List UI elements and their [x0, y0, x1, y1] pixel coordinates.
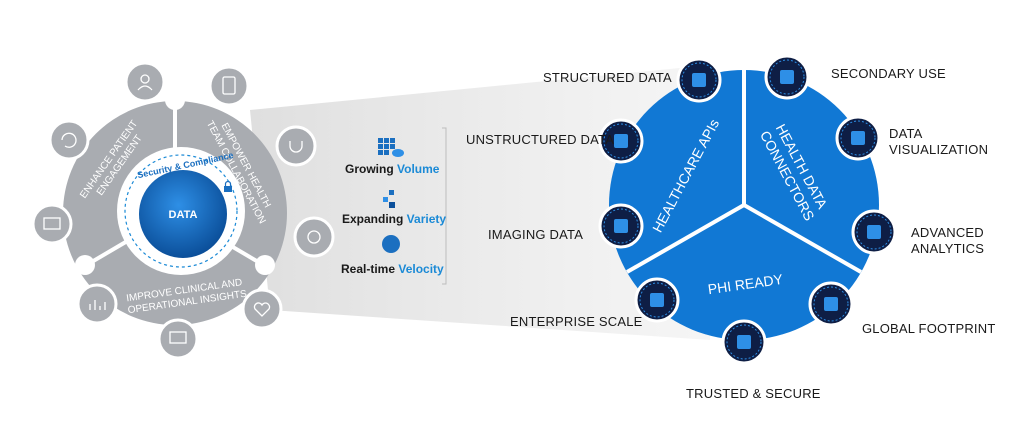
arrow-up-right-icon-glyph [780, 70, 794, 84]
chart-report-icon-bars [89, 300, 106, 310]
label-enterprise-scale: ENTERPRISE SCALE [510, 314, 643, 329]
globe-monitor-icon [808, 281, 854, 327]
label-data-visualization: DATA VISUALIZATION [889, 126, 989, 157]
lock-shield-icon-ring [726, 324, 762, 360]
metric-variety-lead: Expanding [342, 212, 407, 226]
structured-data-icon [676, 57, 722, 103]
metric-velocity-accent: Velocity [398, 262, 444, 276]
label-advanced-analytics: ADVANCED ANALYTICS [911, 225, 985, 256]
tablet-icon [208, 65, 250, 107]
binary-data-icon-glyph [614, 134, 628, 148]
label-unstructured-data: UNSTRUCTURED DATA [466, 132, 615, 147]
metric-velocity: Real-time Velocity [341, 262, 444, 276]
bar-chart-icon-ring [840, 120, 876, 156]
label-structured-data: STRUCTURED DATA [543, 70, 672, 85]
lock-shield-icon [721, 319, 767, 365]
metric-volume: Growing Volume [345, 162, 439, 176]
bracket-divider [442, 127, 447, 285]
stethoscope-icon-shape [289, 141, 303, 153]
monitor-icon-frame [43, 217, 61, 230]
magnifier-icon-ring [856, 214, 892, 250]
volume-icon-cell [378, 144, 383, 149]
people-icon-head [140, 74, 150, 84]
label-global-footprint: GLOBAL FOOTPRINT [862, 321, 996, 336]
analytics-screen-icon [157, 318, 199, 360]
left-wheel-tab [255, 255, 275, 275]
variety-icon-square [383, 197, 388, 202]
magnifier-icon-glyph [867, 225, 881, 239]
volume-icon-cell [378, 138, 383, 143]
lightbulb-icon-glyph [614, 219, 628, 233]
chart-report-icon [76, 283, 118, 325]
volume-icon-cell [384, 138, 389, 143]
right-wheel: HEALTHCARE APIs HEALTH DATA CONNECTORS P… [609, 68, 879, 340]
stethoscope-icon [275, 125, 317, 167]
lock-icon [224, 180, 232, 192]
right-wheel-nodes [598, 54, 897, 365]
metric-volume-accent: Volume [397, 162, 440, 176]
volume-icon-cloud [392, 149, 404, 157]
binary-data-icon-ring [603, 123, 639, 159]
globe-monitor-icon-ring [813, 286, 849, 322]
metric-variety-accent: Variety [406, 212, 447, 226]
volume-icon [378, 138, 404, 157]
left-wheel-tab [165, 90, 185, 110]
left-wheel-glyphs [43, 74, 321, 344]
metric-volume-lead: Growing [345, 162, 397, 176]
projection-beam [250, 65, 710, 340]
volume-icon-cell [384, 150, 389, 155]
volume-icon-cell [390, 144, 395, 149]
factory-icon-ring [639, 282, 675, 318]
magnifier-icon [851, 209, 897, 255]
bar-chart-icon-glyph [851, 131, 865, 145]
metric-velocity-lead: Real-time [341, 262, 399, 276]
left-wheel-icons [31, 61, 335, 360]
lock-shield-icon-glyph [737, 335, 751, 349]
volume-icon-cell [390, 138, 395, 143]
cycle-icon-arc [61, 132, 77, 148]
heart-pulse-icon-shape [253, 302, 271, 317]
tablet-icon-frame [222, 76, 236, 95]
structured-data-icon-ring [681, 62, 717, 98]
clock-device-icon [293, 216, 335, 258]
right-wheel-divider [743, 203, 862, 274]
factory-icon-glyph [650, 293, 664, 307]
variety-icon [383, 190, 395, 208]
people-icon [124, 61, 166, 103]
arrow-up-right-icon [764, 54, 810, 100]
variety-icon-square [389, 190, 394, 195]
metric-icons [378, 138, 404, 253]
structured-data-icon-glyph [692, 73, 706, 87]
data-core-label: DATA [169, 209, 198, 221]
left-wheel-tab [75, 255, 95, 275]
heart-pulse-icon [241, 288, 283, 330]
globe-monitor-icon-glyph [824, 297, 838, 311]
lightbulb-icon [598, 203, 644, 249]
security-ring-dash [124, 154, 238, 268]
volume-icon-cell [378, 150, 383, 155]
volume-icon-cell [384, 144, 389, 149]
binary-data-icon [598, 118, 644, 164]
data-core [139, 170, 227, 258]
lightbulb-icon-ring [603, 208, 639, 244]
label-imaging-data: IMAGING DATA [488, 227, 584, 242]
label-secondary-use: SECONDARY USE [831, 66, 946, 81]
bar-chart-icon [835, 115, 881, 161]
label-trusted-secure: TRUSTED & SECURE [686, 386, 821, 401]
cycle-icon [48, 119, 90, 161]
people-icon-body [137, 85, 153, 91]
arrow-up-right-icon-ring [769, 59, 805, 95]
velocity-icon [382, 235, 400, 253]
monitor-icon [31, 203, 73, 245]
left-wheel: ENHANCE PATIENT ENGAGEMENT EMPOWER HEALT… [31, 61, 335, 360]
variety-icon-square [389, 202, 395, 208]
clock-device-icon-face [307, 230, 321, 244]
right-wheel-divider [626, 203, 745, 274]
analytics-screen-icon-frame [169, 331, 187, 344]
factory-icon [634, 277, 680, 323]
metric-variety: Expanding Variety [342, 212, 446, 226]
